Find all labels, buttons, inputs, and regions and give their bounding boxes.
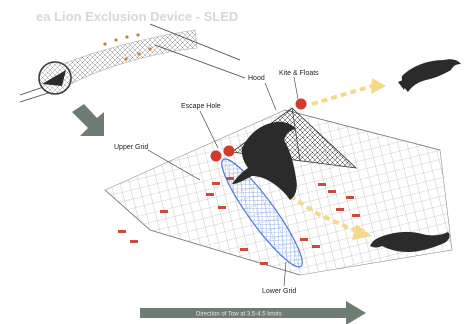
trawl-overview-inset xyxy=(20,24,245,102)
tow-direction-arrow: Direction of Tow at 3.5-4.5 knots xyxy=(140,301,366,324)
tow-direction-label: Direction of Tow at 3.5-4.5 knots xyxy=(196,312,282,318)
kite-float xyxy=(296,99,307,110)
sea-lion-escaped-icon xyxy=(398,59,461,92)
escape-path-upper xyxy=(312,78,386,104)
label-escape-hole: Escape Hole xyxy=(181,103,221,110)
label-hood: Hood xyxy=(248,75,265,82)
label-upper-grid: Upper Grid xyxy=(114,144,148,151)
diagram-title: ea Lion Exclusion Device - SLED xyxy=(36,9,238,24)
zoom-arrow xyxy=(72,104,104,136)
label-lower-grid: Lower Grid xyxy=(262,288,296,295)
label-kite-floats: Kite & Floats xyxy=(279,70,319,77)
